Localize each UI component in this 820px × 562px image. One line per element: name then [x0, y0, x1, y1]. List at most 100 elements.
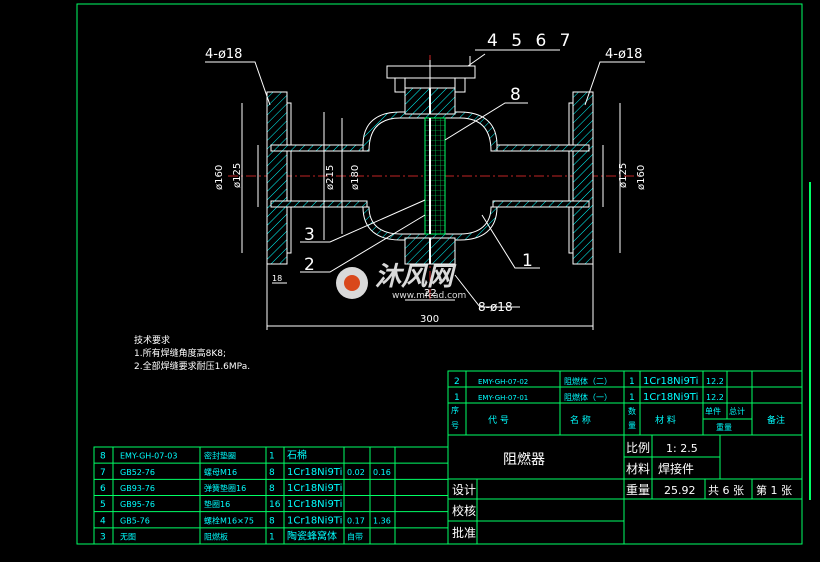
title-check: 校核: [452, 503, 476, 518]
callout-part2: 2: [304, 255, 315, 275]
bom-lower-qty: 16: [269, 500, 281, 510]
bom-upper-material: 1Cr18Ni9Ti: [643, 392, 698, 403]
title-approve: 批准: [452, 525, 476, 540]
bom-upper-qty: 1: [629, 393, 635, 403]
notes-title: 技术要求: [134, 334, 170, 346]
body-shell-top: [362, 111, 498, 152]
dim-center-inner: ø180: [350, 165, 361, 190]
bom-header-no: 序: [451, 405, 459, 415]
flame-arrester-section-view: [205, 49, 645, 330]
bom-upper-no: 1: [454, 393, 460, 403]
bom-lower-no: 6: [100, 484, 106, 494]
watermark: 沐风网 www.mfcad.com: [336, 262, 466, 301]
bom-lower-qty: 8: [269, 484, 275, 494]
bom-header-weight: 重量: [716, 422, 732, 432]
body-shell-bottom: [362, 206, 498, 241]
bom-header-note: 备注: [767, 414, 785, 426]
top-bolt-nut: [386, 65, 476, 79]
bom-lower-code: GB5-76: [120, 516, 150, 525]
bom-lower-material: 石棉: [287, 449, 307, 462]
bom-lower-code: EMY-GH-07-03: [120, 452, 177, 461]
bom-lower-name: 螺母M16: [204, 467, 237, 477]
bom-upper-name: 阻燃体（二）: [564, 376, 612, 386]
title-design: 设计: [452, 483, 476, 497]
drawing-annotations: 4-ø18 4-ø18 4 5 6 7 8 3 2 1 8-ø18 ø160 ø…: [205, 31, 647, 325]
dim-left-inner: ø125: [232, 163, 243, 188]
bom-lower-no: 4: [100, 516, 106, 526]
bom-upper-unit: 12.2: [706, 377, 724, 386]
bom-lower-material: 陶瓷蜂窝体: [287, 529, 337, 542]
bom-lower-unit: 自带: [347, 531, 363, 541]
honeycomb-element: [424, 117, 446, 235]
bom-header-qty-2: 量: [628, 421, 636, 430]
bom-lower-material: 1Cr18Ni9Ti: [287, 515, 342, 526]
dim-22: 22: [424, 288, 437, 299]
title-sheet-no: 第 1 张: [756, 483, 792, 497]
watermark-url: www.mfcad.com: [392, 291, 466, 301]
callout-part3: 3: [304, 225, 315, 245]
bom-lower-material: 1Cr18Ni9Ti: [287, 467, 342, 478]
dim-right-outer: ø160: [636, 165, 647, 190]
callout-part1: 1: [522, 251, 533, 271]
right-pipe-bottom-wall: [492, 200, 590, 208]
title-scale-label: 比例: [626, 441, 650, 455]
watermark-brand: 沐风网: [375, 262, 457, 292]
callout-holes-left: 4-ø18: [205, 47, 242, 62]
notes-line1: 1.所有焊缝角度高8K8;: [134, 347, 226, 359]
bom-lower-code: GB95-76: [120, 500, 155, 509]
title-sheets-total: 共 6 张: [708, 484, 744, 497]
bom-header-qty-1: 数: [628, 406, 636, 416]
title-scale-value: 1: 2.5: [666, 442, 698, 455]
bom-lower-qty: 1: [269, 532, 275, 542]
bom-upper-code: EMY-GH-07-02: [478, 378, 528, 386]
bom-lower-material: 1Cr18Ni9Ti: [287, 499, 342, 510]
bom-lower-qty: 8: [269, 516, 275, 526]
bom-header-total: 总计: [729, 406, 745, 416]
dim-18: 18: [272, 274, 282, 283]
bom-lower-code: 无图: [120, 532, 136, 541]
callout-bolt-parts: 4 5 6 7: [487, 31, 574, 51]
bom-upper-unit: 12.2: [706, 393, 724, 402]
left-pipe-bottom-wall: [270, 200, 368, 208]
bom-lower-total: 0.16: [373, 468, 391, 477]
bom-upper-code: EMY-GH-07-01: [478, 394, 528, 402]
callout-holes-right: 4-ø18: [605, 47, 642, 62]
bom-lower-no: 8: [100, 452, 106, 462]
left-pipe-top-wall: [270, 144, 368, 152]
right-flange: [572, 91, 594, 265]
technical-requirements: 技术要求 1.所有焊缝角度高8K8; 2.全部焊缝要求耐压1.6MPa.: [134, 334, 250, 372]
right-pipe-top-wall: [492, 144, 590, 152]
bom-header-code: 代 号: [488, 415, 509, 426]
dim-300: 300: [420, 314, 439, 325]
callout-holes-bottom: 8-ø18: [478, 300, 513, 314]
bom-upper-no: 2: [454, 377, 460, 387]
title-block: 阻燃器 比例 1: 2.5 材料 焊接件 重量 25.92 共 6 张 第 1 …: [447, 434, 803, 545]
title-weight-value: 25.92: [664, 484, 696, 497]
bom-upper-material: 1Cr18Ni9Ti: [643, 376, 698, 387]
bom-lower-no: 5: [100, 500, 106, 510]
bom-upper-name: 阻燃体（一）: [564, 392, 612, 402]
bom-lower-unit: 0.17: [347, 516, 365, 525]
bom-lower-code: GB52-76: [120, 468, 155, 477]
bom-header-name: 名 称: [570, 414, 591, 426]
bom-upper-qty: 1: [629, 377, 635, 387]
bom-lower-no: 7: [100, 468, 106, 478]
bom-lower-total: 1.36: [373, 516, 391, 525]
bom-lower-qty: 8: [269, 468, 275, 478]
bom-lower-name: 阻燃板: [204, 531, 228, 541]
bom-lower-unit: 0.02: [347, 468, 365, 477]
bom-lower-code: GB93-76: [120, 484, 155, 493]
title-name: 阻燃器: [503, 451, 545, 468]
svg-text:号: 号: [451, 421, 459, 430]
notes-line2: 2.全部焊缝要求耐压1.6MPa.: [134, 360, 250, 372]
dim-left-outer: ø160: [214, 165, 225, 190]
bom-lower-no: 3: [100, 532, 106, 542]
title-material-label: 材料: [626, 462, 650, 476]
dimension-lines: [241, 103, 621, 330]
leader-lines: [205, 49, 645, 308]
left-flange: [266, 91, 288, 265]
title-weight-label: 重量: [626, 483, 650, 497]
title-material-value: 焊接件: [658, 461, 694, 476]
